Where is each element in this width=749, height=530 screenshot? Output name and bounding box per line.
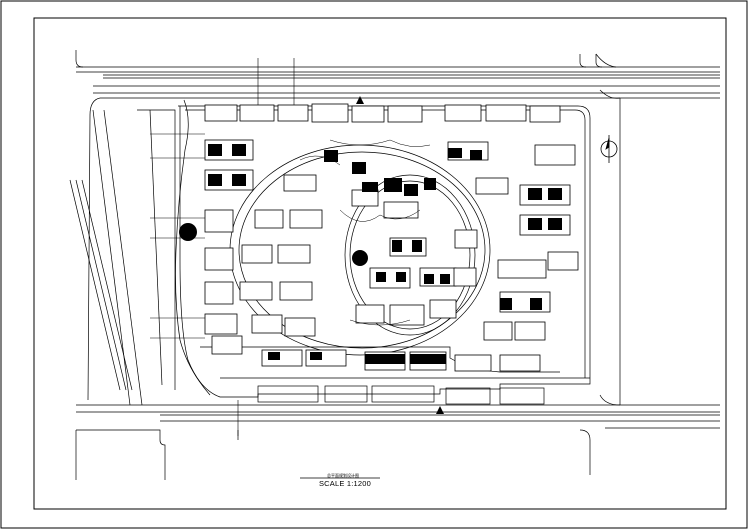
landscape-hatching xyxy=(299,139,431,326)
north-road xyxy=(75,50,720,99)
south-road xyxy=(75,89,720,480)
entrance-markers xyxy=(356,96,444,414)
scale-label: SCALE 1:1200 xyxy=(318,479,372,488)
west-road xyxy=(69,97,211,406)
drawing-title: 总平面规划设计图 xyxy=(327,473,359,478)
north-arrow-icon xyxy=(600,135,618,163)
site-boundary xyxy=(178,105,591,398)
inner-border xyxy=(33,17,727,510)
building-detail-marks xyxy=(179,144,562,364)
parking-strip xyxy=(220,377,590,405)
annotation-leaders xyxy=(150,58,295,436)
building-footprints xyxy=(204,103,579,372)
